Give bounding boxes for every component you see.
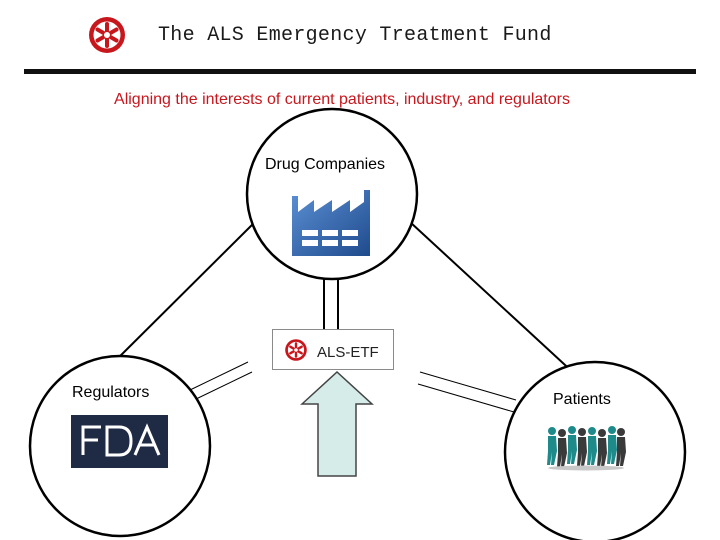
connector-regulators-etf-b bbox=[193, 371, 253, 401]
up-arrow-icon bbox=[300, 370, 374, 477]
drug-companies-circle bbox=[245, 107, 419, 281]
als-etf-label: ALS-ETF bbox=[317, 344, 379, 361]
regulators-label: Regulators bbox=[72, 384, 150, 401]
connector-patients-etf-b bbox=[417, 383, 515, 413]
edge-drug-regulators bbox=[95, 211, 266, 381]
patients-label: Patients bbox=[553, 391, 611, 408]
people-chain-icon bbox=[547, 426, 626, 471]
fda-logo-icon bbox=[81, 423, 161, 457]
factory-icon bbox=[292, 190, 370, 256]
subtitle: Aligning the interests of current patien… bbox=[114, 91, 570, 108]
edge-drug-patients bbox=[409, 221, 591, 389]
fda-logo bbox=[71, 415, 168, 468]
header-title: The ALS Emergency Treatment Fund bbox=[158, 24, 552, 47]
header-divider bbox=[24, 69, 696, 74]
drug-companies-label: Drug Companies bbox=[265, 156, 386, 173]
connector-regulators-etf-a bbox=[189, 361, 249, 391]
als-etf-asterisk-logo-icon bbox=[285, 339, 307, 361]
connector-patients-etf-a bbox=[419, 371, 517, 401]
als-etf-asterisk-logo-icon bbox=[89, 17, 125, 53]
